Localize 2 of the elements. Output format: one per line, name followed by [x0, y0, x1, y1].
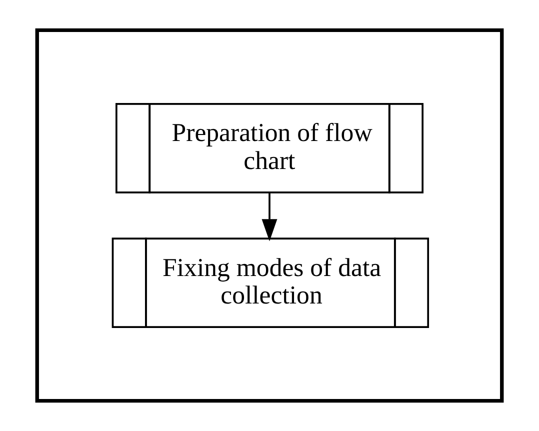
cluster: [35, 28, 504, 403]
arrow: [262, 192, 278, 242]
